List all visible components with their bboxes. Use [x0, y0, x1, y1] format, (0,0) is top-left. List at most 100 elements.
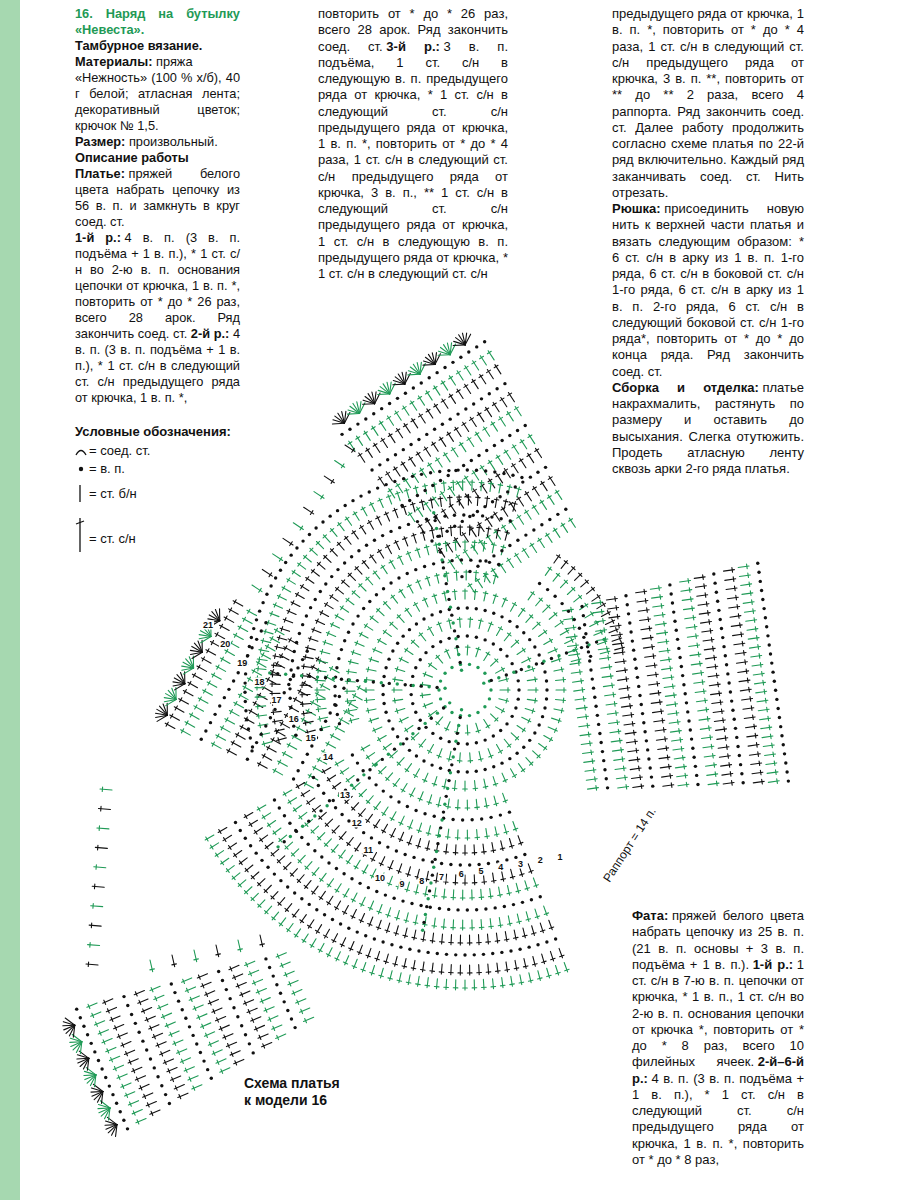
stitch-bar [140, 1086, 142, 1090]
stitch-bar [133, 1111, 135, 1115]
stitch-bar [263, 815, 265, 819]
stitch-bar [448, 487, 452, 490]
stitch-bar [404, 920, 408, 921]
stitch-bar [722, 718, 724, 723]
stitch-bar [613, 692, 615, 697]
stitch-bar [311, 891, 315, 894]
stitch-bar [305, 823, 308, 827]
stitch-bar [436, 804, 440, 805]
stitch-bar [716, 673, 718, 678]
stitch-symbol [533, 622, 540, 629]
stitch-bar [409, 458, 413, 461]
stitch-bar [569, 519, 573, 522]
stitch-bar [689, 588, 691, 593]
stitch-bar [715, 664, 717, 669]
stitch-symbol [325, 676, 335, 681]
stitch-bar [615, 605, 617, 610]
stitch-bar [515, 640, 518, 643]
stitch-symbol [372, 426, 378, 435]
stitch-symbol [267, 747, 277, 752]
stitch-bar [703, 689, 705, 694]
stitch-bar [728, 763, 730, 768]
stitch-bar [475, 433, 479, 436]
stitch-bar [212, 673, 214, 677]
stitch-symbol [521, 440, 527, 449]
stitch-bar [477, 972, 482, 973]
stitch-bar [224, 1035, 226, 1039]
stitch-bar [465, 732, 470, 733]
stitch-bar [634, 739, 636, 744]
shell-stitch [387, 382, 390, 394]
shell-stitch [65, 1018, 75, 1025]
stitch-symbol [372, 760, 380, 766]
stitch-bar [285, 846, 288, 849]
stitch-symbol [433, 497, 439, 506]
stitch-symbol [292, 849, 299, 856]
stitch-symbol [366, 814, 372, 822]
stitch-symbol [544, 640, 553, 645]
stitch-symbol [183, 691, 193, 696]
stitch-symbol [465, 384, 471, 393]
stitch-bar [486, 535, 490, 538]
stitch-bar [479, 620, 483, 621]
stitch-bar [681, 747, 683, 752]
stitch-symbol [261, 654, 271, 659]
stitch-symbol [216, 666, 226, 671]
stitch-bar [580, 679, 582, 684]
stitch-symbol [229, 711, 239, 716]
stitch-bar [428, 464, 432, 467]
shell-stitch [94, 1091, 103, 1099]
stitch-bar [739, 623, 741, 628]
stitch-bar [662, 718, 664, 723]
stitch-bar [397, 762, 400, 765]
stitch-bar [458, 972, 463, 973]
shell-stitch [92, 1091, 103, 1096]
stitch-bar [424, 503, 428, 506]
stitch-symbol [492, 568, 498, 577]
stitch-bar [206, 1033, 208, 1037]
stitch-bar [228, 749, 230, 753]
stitch-symbol [355, 843, 361, 851]
stitch-bar [354, 866, 358, 868]
stitch-bar [297, 726, 299, 730]
stitch-bar [700, 671, 702, 676]
stitch-bar [366, 800, 369, 803]
stitch-bar [339, 836, 343, 839]
stitch-bar [386, 914, 390, 915]
stitch-bar [440, 941, 445, 943]
stitch-bar [304, 885, 308, 888]
stitch-bar [671, 675, 673, 680]
stitch-symbol [374, 443, 380, 452]
stitch-bar [498, 924, 503, 926]
stitch-bar [776, 779, 778, 784]
stitch-bar [495, 718, 498, 721]
stitch-bar [735, 595, 737, 600]
stitch-bar [166, 1023, 168, 1027]
stitch-bar [428, 627, 432, 629]
stitch-bar [575, 643, 577, 648]
stitch-bar [181, 729, 183, 733]
stitch-symbol [486, 407, 492, 416]
stitch-bar [318, 758, 320, 762]
stitch-symbol [265, 842, 273, 848]
stitch-bar [467, 438, 471, 441]
stitch-bar [414, 892, 418, 893]
stitch-bar [445, 650, 449, 652]
stitch-bar [740, 632, 742, 637]
stitch-bar [515, 737, 518, 740]
stitch-bar [449, 376, 453, 379]
stitch-bar [660, 709, 662, 714]
stitch-bar [328, 778, 331, 782]
stitch-symbol [458, 499, 464, 508]
stitch-bar [349, 948, 353, 950]
stitch-bar [311, 830, 314, 833]
stitch-bar [345, 800, 348, 803]
stitch-bar [307, 801, 310, 805]
stitch-symbol [411, 401, 417, 410]
stitch-symbol [452, 448, 458, 457]
stitch-symbol [472, 379, 478, 388]
stitch-bar [163, 1014, 165, 1018]
stitch-bar [471, 380, 475, 383]
stitch-symbol [447, 432, 453, 441]
stitch-bar [470, 927, 475, 928]
